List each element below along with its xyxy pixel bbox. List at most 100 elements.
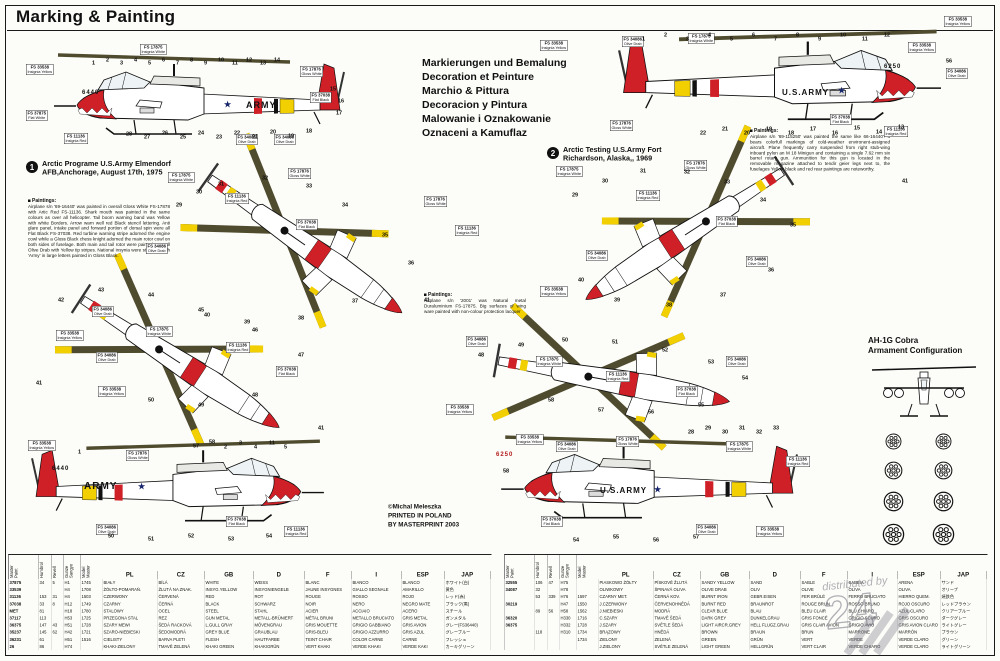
paint-table-cell: ACIER: [305, 607, 352, 615]
paint-table-cell: 36375: [505, 621, 535, 629]
language-header: D: [254, 571, 305, 579]
paint-table-cell: ROUGE: [305, 593, 352, 601]
paint-table-cell: RED: [205, 593, 254, 601]
multilang-heading: Markierungen und Bemalung Decoration et …: [422, 56, 567, 140]
paint-table-cell: OLIWKOWY: [599, 586, 654, 594]
paint-table-cell: 33: [39, 600, 52, 608]
scheme1-paintings: Paintings: Airplane s/n '69-16440' was p…: [28, 198, 170, 308]
paint-table-cell: PRZEGONA STAL: [103, 614, 158, 622]
paint-table-cell: BLAU: [750, 607, 801, 615]
paint-table-cell: CZERWONY: [103, 593, 158, 601]
paint-table-cell: MÖVENGRAU: [254, 621, 305, 629]
paint-table-cell: PÍSKOVĚ ŽLUTÁ: [654, 579, 701, 587]
paint-table-cell: ČERNÁ: [158, 600, 205, 608]
paint-table-cell: GUN METAL: [205, 614, 254, 622]
paint-table-cell: [548, 600, 560, 608]
paint-table-cell: 118: [535, 628, 548, 636]
paint-table-cell: 47: [548, 579, 560, 587]
paint-table-cell: [548, 586, 560, 594]
tail-number-3: 6440: [52, 466, 70, 472]
paint-table-cell: グレーブルー: [445, 628, 491, 636]
paint-table-cell: MET: [9, 607, 39, 615]
paint-table-cell: [535, 600, 548, 608]
paint-table-cell: BRAUN: [750, 628, 801, 636]
paint-table-cell: ŠEDOMODRÁ: [158, 628, 205, 636]
paint-table-cell: GRIS AVION CLARO: [898, 621, 941, 629]
paint-table-cell: [52, 642, 64, 650]
paint-brand-header: Humbrol: [534, 555, 548, 579]
paint-table-cell: 36375: [9, 621, 39, 629]
paint-table-cell: H75: [560, 579, 577, 587]
paint-table-cell: 1597: [577, 593, 599, 601]
paint-table-cell: WHITE: [205, 579, 254, 587]
paint-table-cell: オリーブ: [941, 586, 987, 594]
rocket-pod-cell: [882, 523, 905, 551]
paint-table-cell: H76: [560, 593, 577, 601]
paint-table-cell: GRIGIO GABBIANO: [352, 621, 402, 629]
paint-table-cell: [505, 635, 535, 643]
paint-table-cell: BRĄZOWY: [599, 628, 654, 636]
paint-table-cell: GRIS CLAIR AVION: [801, 621, 848, 629]
paint-table-cell: HNĚDÁ: [654, 628, 701, 636]
paint-table-cell: FERRO BRUCIATO: [848, 593, 898, 601]
armament-title-line2: Armament Configuration: [868, 346, 963, 355]
paint-table-cell: フレッシュ: [445, 635, 491, 643]
callout-number: 31: [739, 425, 746, 431]
language-header: F: [305, 571, 352, 579]
scheme2-title-wrap: Arctic Testing U.S.Army Fort Richardson,…: [563, 146, 675, 180]
paint-table-cell: 147: [39, 621, 52, 629]
paint-table-cell: SZARY MEWI: [103, 621, 158, 629]
paint-table-cell: BRAUNROT: [750, 600, 801, 608]
helicopter-side-view-4: [499, 435, 799, 520]
callout-number: 41: [36, 380, 43, 386]
paint-table-cell: 30219: [505, 600, 535, 608]
paint-table-cell: SCHWARZ: [254, 600, 305, 608]
scheme2-paintings-body: Airplane s/n '69-115250' was painted the…: [750, 134, 890, 172]
paint-table-cell: 1550: [577, 600, 599, 608]
metal-note-body: Airplane s/n '2001' was Natural metal Du…: [424, 298, 526, 314]
paint-table-cell: HELLGRÜN: [750, 642, 801, 650]
paint-table-cell: VERDE KHAKI: [352, 642, 402, 650]
rocket-pod-cell: [933, 491, 954, 517]
paint-table-cell: [535, 635, 548, 643]
paint-table-cell: ZELENÁ: [654, 635, 701, 643]
heading-fr: Decoration et Peinture: [422, 71, 535, 84]
paint-table-cell: J.CZERWONY: [599, 600, 654, 608]
paint-table-cell: ホワイト(白): [445, 579, 491, 587]
armament-panel: AH-1G Cobra Armament Configuration XM227…: [868, 336, 990, 565]
paint-table-cell: MÉTAL BRUNI: [305, 614, 352, 622]
credit-author: ©Michal Meleszka: [388, 503, 442, 510]
heading-de: Markierungen und Bemalung: [422, 57, 567, 69]
paint-table-cell: J.NIEBIESKI: [599, 607, 654, 615]
paint-table-cell: BLU CHIARO: [848, 607, 898, 615]
paint-table-cell: H1: [64, 579, 81, 587]
paint-table-cell: BLEU CLAIR: [801, 607, 848, 615]
paint-table-cell: [505, 593, 535, 601]
paint-table-cell: 32555: [505, 579, 535, 587]
heading-it: Marchio & Pittura: [422, 85, 509, 98]
paint-table-cell: 61: [39, 635, 52, 643]
paint-table-cell: H330: [560, 614, 577, 622]
paint-table-cell: 56: [548, 607, 560, 615]
paint-table-cell: [535, 614, 548, 622]
paint-table-cell: OLIV: [750, 586, 801, 594]
paint-table-cell: ČERNÁ KOV.: [654, 593, 701, 601]
rocket-pod-cell: [883, 491, 904, 517]
paint-table-cell: [548, 628, 560, 636]
scheme2-title: Arctic Testing U.S.Army Fort Richardson,…: [563, 146, 662, 163]
paint-table-cell: H51: [64, 621, 81, 629]
paint-table-cell: KHAKIGRÜN: [254, 642, 305, 650]
paint-table-cell: COLOR CARNE: [352, 635, 402, 643]
paint-table-cell: [505, 628, 535, 636]
paint-table-cell: BARVA PLETI: [158, 635, 205, 643]
paint-table-cell: ブラック(黒): [445, 600, 491, 608]
paint-table-cell: 89: [535, 607, 548, 615]
paint-table-cell: NEGRO MATE: [402, 600, 445, 608]
star-insignia-4: ★: [654, 485, 662, 494]
paint-table-cell: 33539: [9, 586, 39, 594]
paint-table-cell: H58: [560, 607, 577, 615]
paint-table-cell: ZIELONY: [599, 635, 654, 643]
